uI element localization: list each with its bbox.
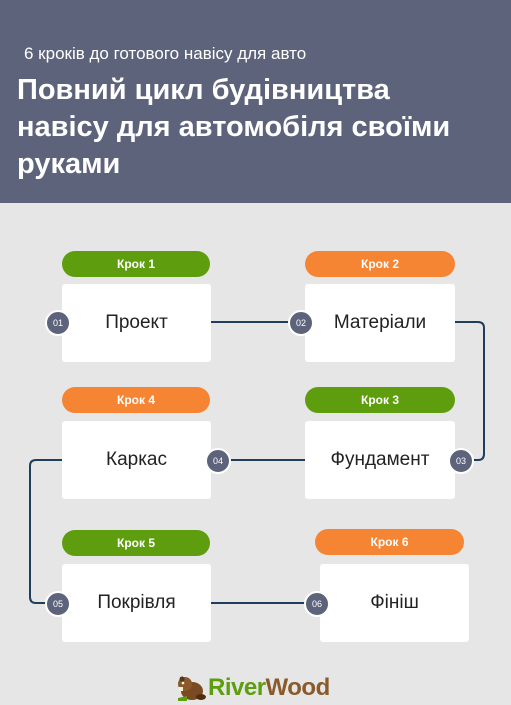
step-4-number: 04: [205, 448, 231, 474]
logo-text-river: River: [208, 674, 266, 701]
step-1-badge: Крок 1: [62, 251, 210, 277]
step-2-badge: Крок 2: [305, 251, 455, 277]
step-5-number: 05: [45, 591, 71, 617]
step-3-number: 03: [448, 448, 474, 474]
step-3-card: Фундамент: [305, 421, 455, 499]
logo-text-wood: Wood: [265, 674, 331, 701]
step-6-number: 06: [304, 591, 330, 617]
step-6-card: Фініш: [320, 564, 469, 642]
header-banner: 6 кроків до готового навісу для авто Пов…: [0, 0, 511, 203]
step-1-number: 01: [45, 310, 71, 336]
beaver-icon: [178, 676, 206, 701]
step-1-card: Проект: [62, 284, 211, 362]
page-title: Повний цикл будівництва навісу для автом…: [17, 74, 451, 180]
step-5-badge: Крок 5: [62, 530, 210, 556]
riverwood-logo: RiverWood: [176, 673, 330, 703]
header-subtitle: 6 кроків до готового навісу для авто: [24, 44, 307, 63]
step-2-number: 02: [288, 310, 314, 336]
step-3-badge: Крок 3: [305, 387, 455, 413]
step-6-badge: Крок 6: [315, 529, 464, 555]
connector-2-3: [455, 321, 485, 461]
connector-4-5: [29, 459, 62, 604]
step-2-card: Матеріали: [305, 284, 455, 362]
logo-text: RiverWood: [208, 674, 330, 702]
step-5-card: Покрівля: [62, 564, 211, 642]
step-4-card: Каркас: [62, 421, 211, 499]
step-4-badge: Крок 4: [62, 387, 210, 413]
